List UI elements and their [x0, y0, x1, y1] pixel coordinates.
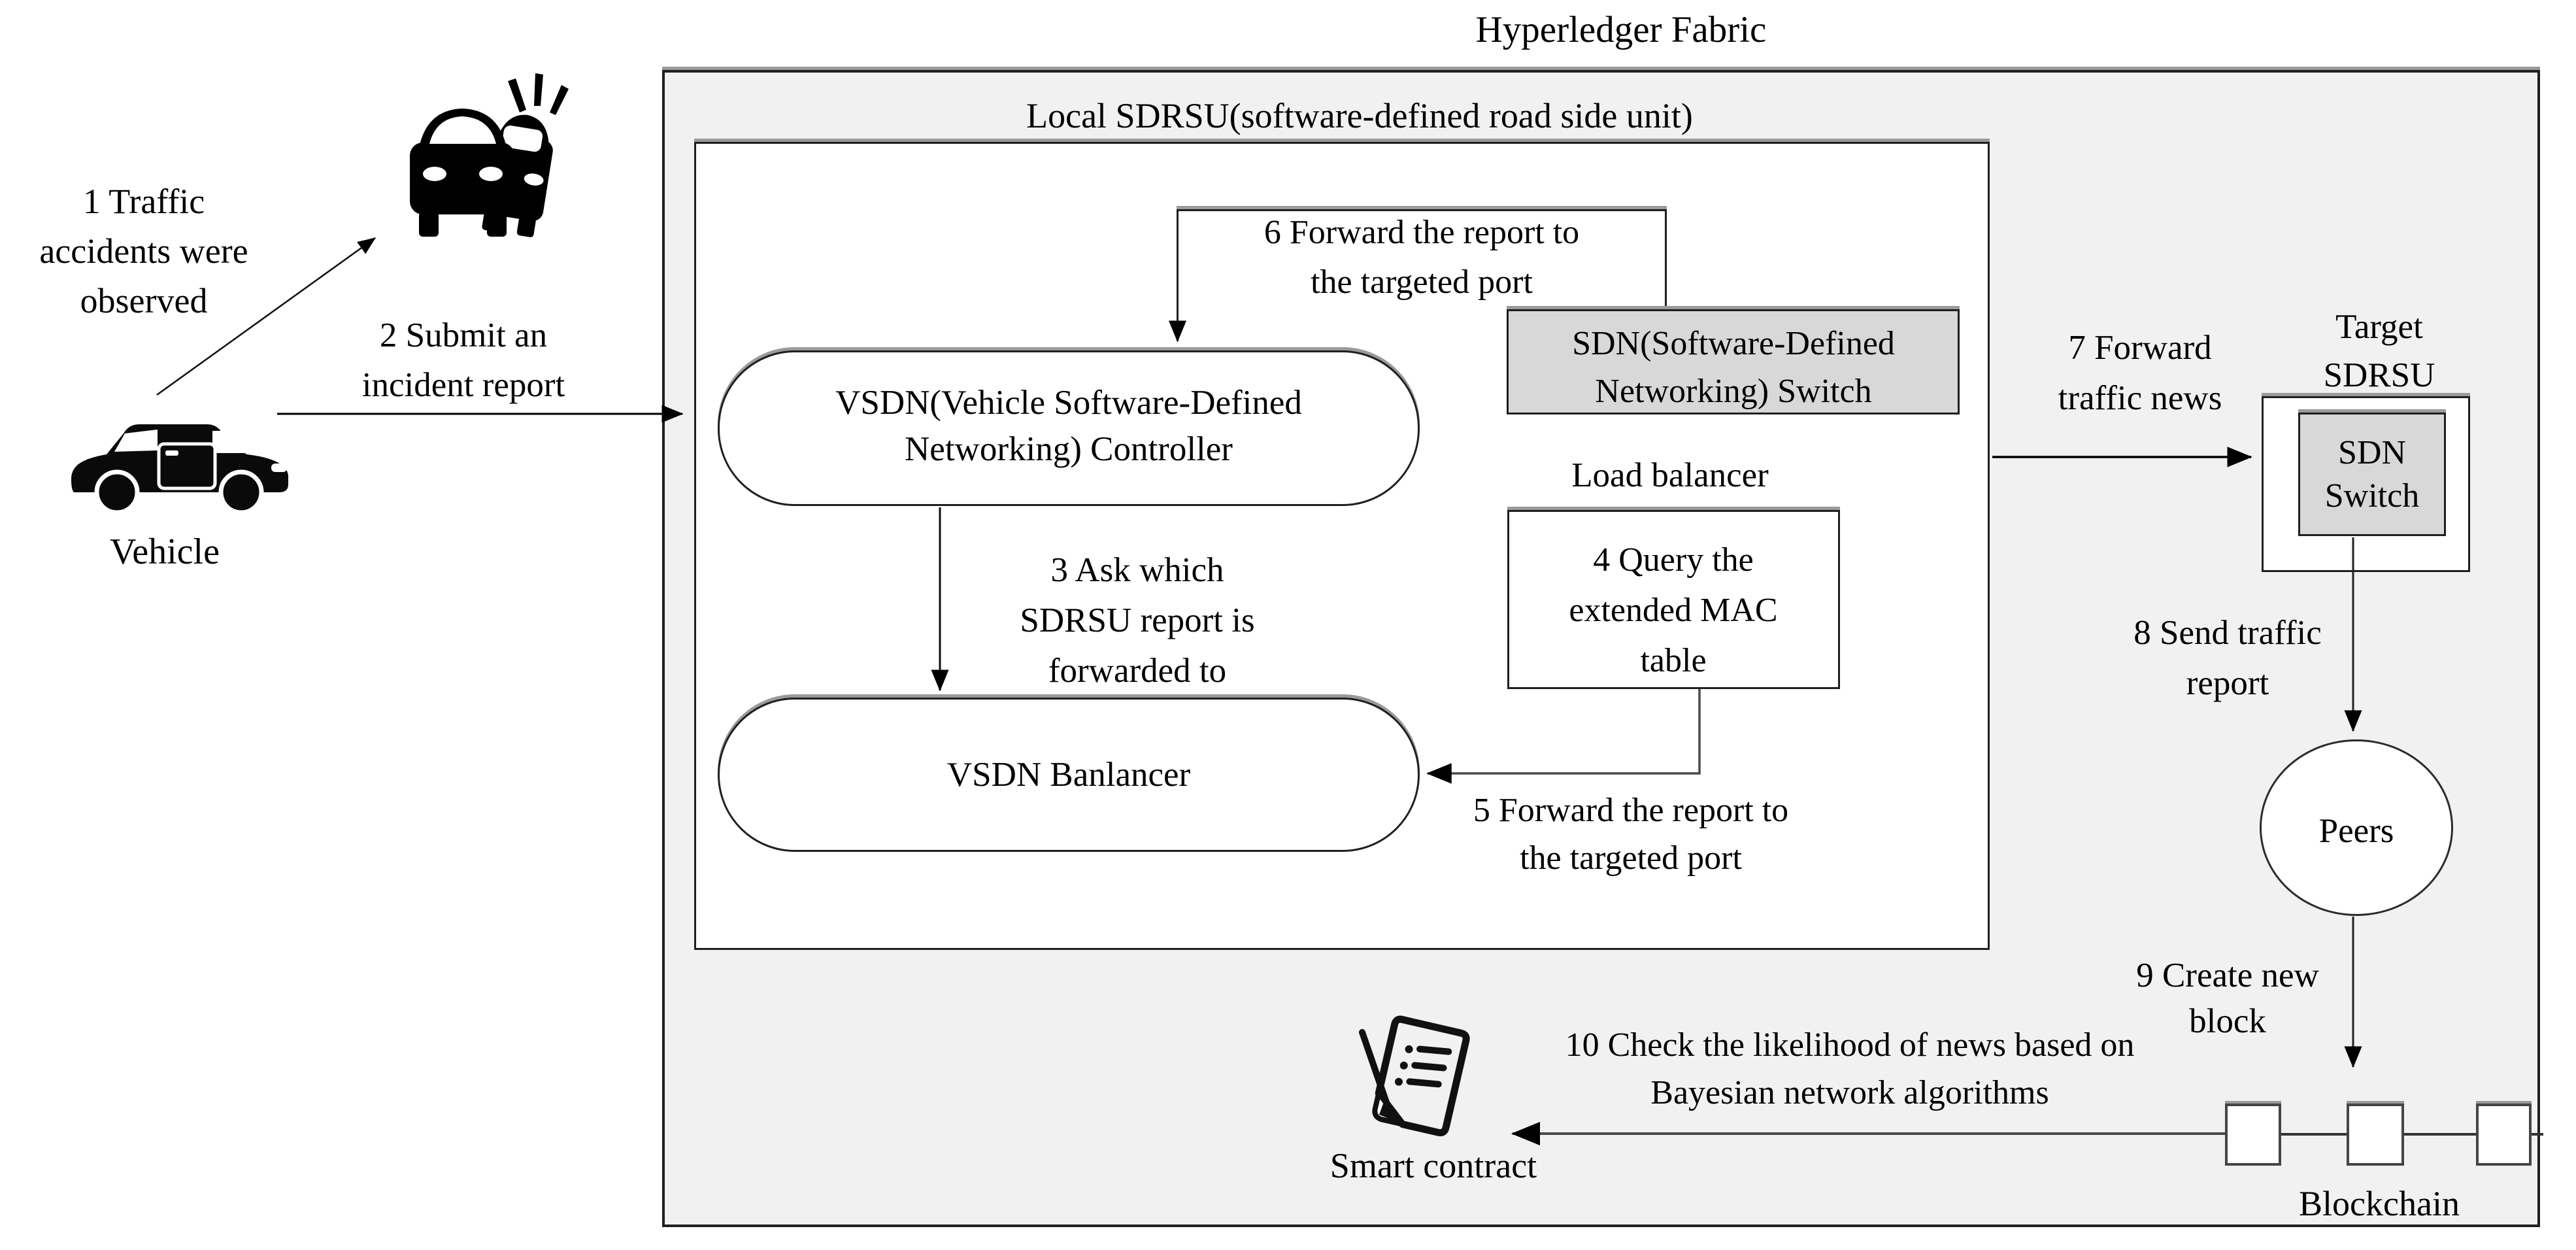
step1-line-1: 1 Traffic [82, 182, 205, 221]
load-balancer-label: Load balancer [1571, 456, 1769, 494]
step8-line-2: report [2186, 664, 2269, 702]
step7-line-1: 7 Forward [2068, 329, 2212, 367]
step4-label: 4 Query the extended MAC table [1510, 535, 1837, 686]
step5-label: 5 Forward the report to the targeted por… [1402, 786, 1860, 882]
target-line-1: Target [2335, 308, 2423, 346]
step5-line-2: the targeted port [1520, 839, 1742, 877]
step7-label: 7 Forward traffic news [2003, 323, 2277, 424]
car-crash-icon [410, 73, 569, 237]
step7-line-2: traffic news [2058, 379, 2222, 417]
blockchain-block-1 [2225, 1104, 2281, 1166]
step4-line-2: extended MAC [1569, 592, 1778, 629]
step4-line-3: table [1640, 642, 1707, 679]
step6-line-1: 6 Forward the report to [1263, 214, 1580, 251]
step5-line-1: 5 Forward the report to [1473, 792, 1789, 829]
step1-label: 1 Traffic accidents were observed [0, 177, 288, 326]
step3-line-1: 3 Ask which [1050, 551, 1224, 589]
step6-line-2: the targeted port [1311, 263, 1533, 301]
sdn-switch-line-1: SDN(Software-Defined [1572, 325, 1895, 362]
step2-line-1: 2 Submit an [379, 316, 548, 354]
target-switch-line-1: SDN [2337, 434, 2407, 471]
smart-contract-label: Smart contract [1330, 1146, 1537, 1185]
page-title-text: Hyperledger Fabric [1475, 9, 1767, 50]
step3-line-3: forwarded to [1048, 652, 1227, 690]
step6-label: 6 Forward the report to the targeted por… [1177, 208, 1667, 307]
vsdn-balancer-node [718, 698, 1420, 852]
page-title: Hyperledger Fabric [1360, 5, 1882, 55]
step2-label: 2 Submit an incident report [300, 311, 627, 410]
step9-label: 9 Create new block [2097, 953, 2358, 1044]
vsdn-controller-node [718, 350, 1420, 506]
step4-line-1: 4 Query the [1593, 541, 1754, 579]
controller-line-1: VSDN(Vehicle Software-Defined [835, 384, 1302, 422]
step1-line-2: accidents were [39, 231, 248, 271]
step3-label: 3 Ask which SDRSU report is forwarded to [967, 545, 1307, 696]
step1-line-3: observed [80, 281, 208, 320]
peers-label: Peers [2318, 812, 2394, 850]
blockchain-label: Blockchain [2299, 1184, 2460, 1223]
step8-label: 8 Send traffic report [2084, 608, 2371, 709]
sdn-switch-line-2: Networking) Switch [1595, 373, 1872, 410]
target-line-2: SDRSU [2323, 356, 2435, 394]
local-sdrsu-label: Local SDRSU(software-defined road side u… [1026, 96, 1693, 135]
step2-line-2: incident report [361, 366, 565, 404]
step10-line-2: Bayesian network algorithms [1650, 1074, 2049, 1111]
step10-label: 10 Check the likelihood of news based on… [1474, 1021, 2226, 1117]
target-switch-line-2: Switch [2324, 477, 2420, 515]
target-sdrsu-label: Target SDRSU [2281, 303, 2477, 399]
step3-line-2: SDRSU report is [1020, 601, 1255, 639]
step10-line-1: 10 Check the likelihood of news based on [1565, 1026, 2135, 1064]
sdn-switch-label: SDN(Software-Defined Networking) Switch [1505, 320, 1962, 415]
controller-line-2: Networking) Controller [905, 430, 1233, 468]
target-sdn-switch-label: SDN Switch [2287, 431, 2457, 518]
vehicle-label: Vehicle [110, 532, 220, 572]
car-icon [71, 424, 288, 515]
target-sdn-switch-box [2298, 413, 2446, 536]
peers-node [2260, 739, 2453, 916]
step6-callout-box [1177, 209, 1667, 309]
step9-line-2: block [2189, 1002, 2266, 1040]
step8-line-1: 8 Send traffic [2133, 614, 2322, 652]
blockchain-block-3 [2476, 1104, 2532, 1166]
step9-line-1: 9 Create new [2136, 956, 2319, 994]
vsdn-balancer-label: VSDN Banlancer [946, 756, 1191, 794]
blockchain-block-2 [2347, 1104, 2404, 1166]
vsdn-controller-label: VSDN(Vehicle Software-Defined Networking… [742, 380, 1396, 473]
sdn-switch-box [1507, 309, 1960, 414]
query-mac-table-box [1507, 510, 1840, 689]
